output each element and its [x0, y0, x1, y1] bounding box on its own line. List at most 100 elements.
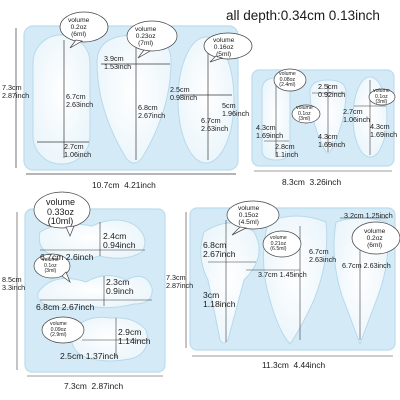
m2-bubble-c: volume 0.1oz (3ml) [373, 88, 390, 106]
mold-4 [185, 207, 396, 357]
m3-bubble-a-line: 0.33oz [46, 206, 75, 217]
m3-height-in: 3.3inch [2, 283, 26, 292]
mold-1 [15, 25, 239, 175]
m4-dim-1: 6.8cm 2.67inch [203, 240, 236, 260]
m1-dim-1-cm: 6.7cm [66, 92, 86, 101]
m4-bubble-a: volume 0.15oz (4.5ml) [238, 205, 259, 227]
m4-dim-6-in: 2.63inch [363, 261, 391, 270]
m3-dim-4-cm: 6.8cm [36, 302, 60, 312]
m3-dim-2-in: 2.6inch [65, 252, 94, 262]
m4-bubble-c-line: volume [364, 228, 386, 235]
m1-height: 7.3cm 2.87inch [2, 84, 29, 100]
m4-bubble-b: volume 0.21oz (6.5ml) [270, 235, 287, 253]
m3-dim-3-cm: 2.3cm [106, 277, 130, 287]
m2-dim-1-cm: 4.3cm [256, 123, 276, 132]
m2-bubble-a-line: volume [279, 71, 296, 77]
m4-dim-2-in: 1.18inch [203, 299, 236, 310]
m3-height: 8.5cm 3.3inch [2, 276, 25, 292]
m3-width-in: 2.87inch [91, 381, 124, 391]
m4-bubble-a-shape [226, 200, 280, 230]
m3-bubble-c-shape [41, 316, 85, 344]
m3-bubble-a-shape [33, 191, 91, 229]
m3-dim-5: 2.9cm 1.14inch [118, 327, 151, 347]
m4-dim-2-cm: 3cm [203, 290, 220, 300]
m4-dim-4-cm: 6.7cm [309, 247, 329, 256]
m1-dim-7-cm: 6.7cm [201, 116, 221, 125]
m2-width: 8.3cm 3.26inch [282, 178, 341, 187]
m4-bubble-b-line: volume [270, 235, 287, 241]
m1-dim-3-in: 1.53inch [104, 62, 132, 71]
m2-dim-1-in: 1.69inch [256, 131, 284, 140]
m3-dim-4: 6.8cm 2.67inch [36, 302, 95, 312]
m2-bubble-b-line: volume [296, 105, 313, 111]
m2-dim-6-in: 1.69inch [370, 130, 398, 139]
m4-dim-5-cm: 3.2cm [344, 211, 364, 220]
m4-bubble-a-line: (4.5ml) [238, 219, 259, 227]
m3-bubble-b-line: 0.1oz [44, 262, 57, 269]
m3-dim-6: 2.5cm 1.37inch [60, 351, 118, 361]
m1-dim-6-cm: 5cm [222, 101, 236, 110]
m4-dim-1-in: 2.67inch [203, 249, 236, 260]
m2-bubble-a-line: (2.4ml) [279, 82, 296, 89]
m1-bubble-a: volume 0.2oz (6ml) [68, 17, 89, 39]
mold-3-cavity-dino-c [70, 316, 148, 362]
m4-dim-1-cm: 6.8cm [203, 240, 227, 250]
m1-bubble-b: volume 0.23oz (7ml) [135, 26, 156, 48]
m2-bubble-b-line: 0.1oz [298, 110, 311, 117]
m4-bubble-c: volume 0.2oz (6ml) [364, 228, 385, 250]
m1-dim-5-in: 0.98inch [170, 93, 198, 102]
m1-dim-3-cm: 3.9cm [104, 54, 124, 63]
m2-dim-6-cm: 4.3cm [370, 122, 390, 131]
m2-dim-2-cm: 2.8cm [275, 142, 295, 151]
m4-dim-3-cm: 3.7cm [258, 270, 278, 279]
m3-dim-4-in: 2.67inch [61, 302, 95, 312]
m4-height: 7.3cm 2.87inch [166, 274, 193, 290]
m4-dim-6-cm: 6.7cm [342, 261, 362, 270]
m1-bubble-b-line: (7ml) [138, 40, 154, 48]
m1-height-in: 2.87inch [2, 91, 30, 100]
m3-width: 7.3cm 2.87inch [64, 382, 123, 391]
m1-dim-2-cm: 2.7cm [64, 142, 84, 151]
m1-bubble-b-line: 0.23oz [135, 33, 156, 41]
m2-bubble-c-shape [368, 88, 396, 106]
m3-bubble-b: volume 0.1oz (3ml) [42, 257, 59, 275]
m1-bubble-b-shape [126, 20, 178, 52]
m1-bubble-a-shape [59, 11, 109, 43]
m4-height-cm: 7.3cm [166, 273, 186, 282]
m1-dim-4-cm: 6.8cm [138, 103, 158, 112]
m3-bubble-b-line: volume [42, 257, 59, 263]
m4-bubble-b-line: 0.21oz [270, 240, 287, 247]
m1-dim-7: 6.7cm 2.63inch [201, 117, 228, 133]
m2-bubble-c-line: volume [373, 88, 390, 94]
depth-header: all depth:0.34cm 0.13inch [226, 8, 380, 23]
m2-dim-4-cm: 4.3cm [318, 132, 338, 141]
m3-bubble-a-line: volume [46, 197, 76, 207]
m2-dim-5-in: 1.06inch [343, 115, 371, 124]
m1-bubble-b-line: volume [135, 26, 157, 33]
m1-bubble-c: volume 0.16oz (5ml) [213, 37, 234, 59]
m2-bubble-b-line: (3ml) [298, 116, 311, 123]
m3-dim-5-in: 1.14inch [118, 336, 151, 347]
m1-dim-4: 6.8cm 2.67inch [138, 104, 165, 120]
m1-dim-1: 6.7cm 2.63inch [66, 93, 93, 109]
m1-bubble-a-line: (6ml) [71, 31, 87, 39]
m1-dim-4-in: 2.67inch [138, 111, 166, 120]
m4-dim-6: 6.7cm 2.63inch [342, 262, 391, 270]
m1-width: 10.7cm 4.21inch [92, 181, 156, 190]
m3-dim-1-cm: 2.4cm [103, 231, 127, 241]
m1-width-cm: 10.7cm [92, 180, 120, 190]
m2-bubble-b: volume 0.1oz (3ml) [296, 105, 313, 123]
m3-bubble-c-line: volume [50, 321, 67, 327]
m2-dim-3-cm: 2.5cm [318, 82, 338, 91]
m4-bubble-c-line: (6ml) [367, 242, 383, 250]
m1-dim-3: 3.9cm 1.53inch [104, 55, 131, 71]
m2-dim-3-in: 0.92inch [318, 90, 346, 99]
m1-bubble-c-line: volume [213, 37, 235, 44]
m4-bubble-c-shape [351, 221, 400, 255]
m4-dim-5-in: 1.25inch [365, 211, 393, 220]
m4-width-cm: 11.3cm [262, 360, 289, 370]
m2-dim-2: 2.8cm 1.1inch [275, 143, 298, 159]
m3-bubble-b-line: (3ml) [44, 268, 57, 275]
m4-dim-3: 3.7cm 1.45inch [258, 271, 307, 279]
